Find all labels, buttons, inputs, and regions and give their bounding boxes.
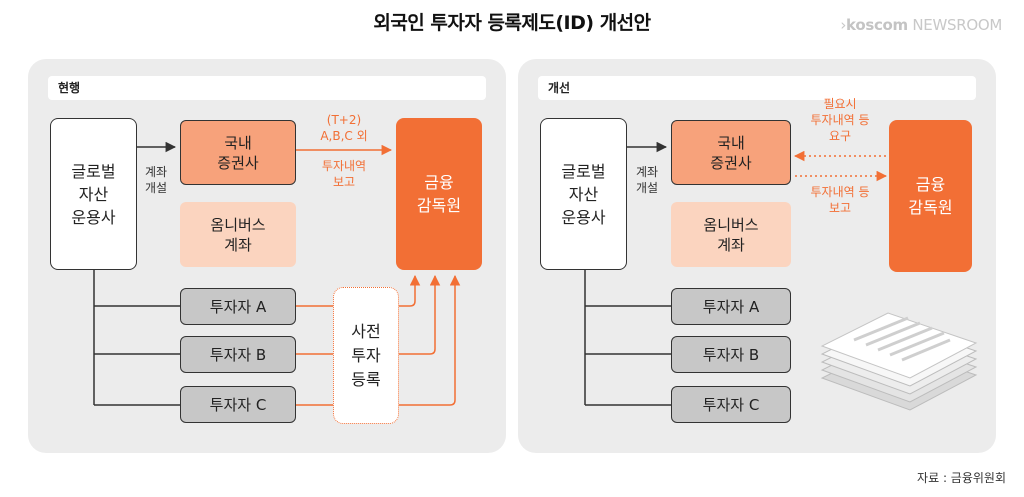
- diagram-title: 외국인 투자자 등록제도(ID) 개선안: [373, 12, 651, 34]
- right-investor-b: 투자자 B: [671, 336, 791, 373]
- right-account-open-label: 계좌 개설: [635, 165, 659, 195]
- left-regulator-box: 금융 감독원: [396, 118, 482, 270]
- document-stack-icon: [820, 312, 978, 411]
- right-investor-c: 투자자 C: [671, 386, 791, 423]
- right-domestic-broker-box: 국내 증권사: [671, 120, 791, 185]
- left-pre-registration-box: 사전 투자 등록: [333, 287, 399, 424]
- left-panel-label: 현행: [48, 76, 486, 100]
- right-omnibus-box: 옴니버스 계좌: [671, 202, 791, 267]
- brand-name: koscom: [846, 16, 908, 34]
- left-investor-c: 투자자 C: [180, 386, 296, 423]
- right-investor-a: 투자자 A: [671, 288, 791, 325]
- left-investor-b: 투자자 B: [180, 336, 296, 373]
- brand-logo: ›koscom NEWSROOM: [840, 16, 1002, 34]
- right-regulator-box: 금융 감독원: [889, 120, 972, 272]
- left-omnibus-box: 옴니버스 계좌: [180, 202, 296, 267]
- source-note: 자료 : 금융위원회: [917, 471, 1006, 485]
- left-prereg-arrow-3: [399, 274, 461, 406]
- left-investor-a: 투자자 A: [180, 288, 296, 325]
- left-prereg-arrow-1: [399, 274, 421, 307]
- left-prereg-arrow-2: [399, 274, 441, 355]
- left-account-open-label: 계좌 개설: [144, 165, 168, 195]
- left-domestic-broker-box: 국내 증권사: [180, 120, 296, 185]
- logo-chevron-icon: ›: [840, 16, 847, 34]
- right-asset-manager-box: 글로벌 자산 운용사: [540, 118, 627, 270]
- right-request-label: 필요시 투자내역 등 요구: [810, 97, 870, 143]
- right-panel-label: 개선: [538, 76, 976, 100]
- left-investor-tree: [93, 270, 180, 406]
- left-report-top-label: (T+2) A,B,C 외: [320, 113, 368, 143]
- right-investor-tree: [584, 270, 671, 406]
- left-report-bottom-label: 투자내역 보고: [321, 159, 367, 189]
- left-asset-manager-box: 글로벌 자산 운용사: [50, 118, 137, 270]
- brand-newsroom: NEWSROOM: [912, 16, 1002, 34]
- right-report-label: 투자내역 등 보고: [810, 185, 870, 215]
